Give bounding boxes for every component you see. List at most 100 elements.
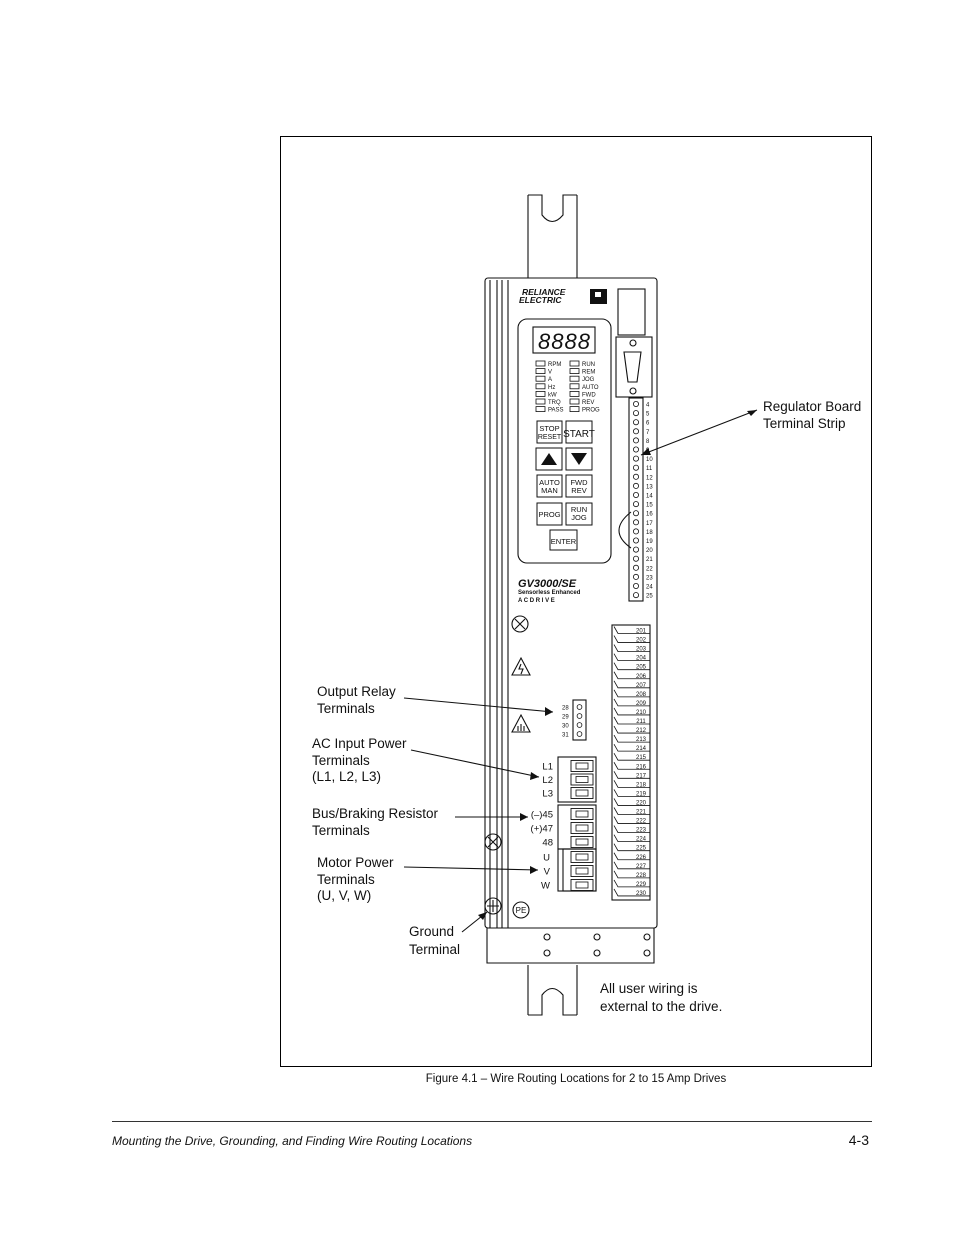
led-indicator: [569, 375, 580, 382]
regulator-callout-line1: Regulator Board: [763, 399, 862, 414]
up-arrow-icon: [541, 453, 557, 465]
regulator-terminal: [633, 455, 640, 462]
io-terminal: [613, 825, 650, 833]
led-indicator: [569, 398, 580, 405]
pe-label: PE: [516, 906, 527, 915]
io-terminal-label: 205: [636, 665, 647, 671]
brand-logo: RELIANCE ELECTRIC: [519, 287, 607, 305]
figure-frame: [280, 136, 872, 1067]
io-terminal-label: 203: [636, 647, 647, 653]
down-arrow-icon: [571, 453, 587, 465]
ground-screw: [484, 897, 502, 915]
start-label: START: [563, 429, 595, 440]
led-indicator: [535, 360, 546, 367]
regulator-terminal-label: 24: [646, 585, 653, 591]
run-label: RUN: [571, 505, 587, 514]
stop-label: STOP: [539, 424, 559, 433]
regulator-terminal: [633, 519, 640, 526]
io-terminal: [613, 816, 650, 824]
io-terminal-label: 202: [636, 638, 647, 644]
pe-terminal: [512, 901, 530, 919]
led-label: RUN: [582, 362, 595, 368]
regulator-terminal-label: 12: [646, 475, 653, 481]
port-cover: [617, 288, 646, 336]
regulator-terminal: [633, 473, 640, 480]
fwd-rev-button[interactable]: [565, 474, 593, 498]
regulator-terminal-label: 22: [646, 566, 653, 572]
io-terminal-label: 223: [636, 828, 647, 834]
regulator-terminal: [633, 437, 640, 444]
regulator-terminal: [633, 573, 640, 580]
io-terminal-label: 210: [636, 710, 647, 716]
bottom-mounting-tab: [527, 965, 578, 1016]
bus-terminal-block: [557, 804, 597, 850]
led-indicator: [535, 406, 546, 413]
bus-terminal-label: (–)45: [531, 810, 553, 821]
io-terminal-label: 219: [636, 791, 647, 797]
relay-terminal: [576, 704, 583, 710]
drive-body: [484, 277, 658, 929]
io-terminal: [613, 689, 650, 698]
led-indicator: [569, 383, 580, 390]
io-terminal-label: 218: [636, 782, 647, 788]
ac-callout-line2: Terminals: [312, 752, 370, 768]
relay-terminal-label: 31: [562, 733, 569, 739]
regulator-terminal-label: 21: [646, 557, 653, 563]
io-terminal-label: 204: [636, 656, 647, 662]
relay-terminal-label: 30: [562, 724, 569, 730]
led-indicator: [535, 398, 546, 405]
regulator-terminal-label: 17: [646, 521, 653, 527]
model-sub2: A C D R I V E: [518, 598, 555, 604]
io-terminal: [613, 725, 650, 734]
io-terminal-label: 209: [636, 701, 647, 707]
io-terminal: [613, 870, 650, 879]
motor-terminal-block: [557, 848, 597, 892]
io-terminal: [613, 879, 650, 888]
ground-screw-upper: [484, 833, 502, 851]
hot-warning: [511, 713, 531, 733]
up-button[interactable]: [535, 447, 563, 471]
jumper-wire: [618, 511, 632, 549]
prog-button[interactable]: [536, 502, 563, 526]
bus-callout: Bus/Braking Resistor Terminals: [312, 806, 438, 839]
regulator-terminal-label: 6: [646, 421, 650, 427]
ac-input-terminal-label: L3: [542, 789, 553, 800]
motor-terminal: [570, 879, 594, 891]
io-terminal-label: 212: [636, 728, 647, 734]
stop-reset-button[interactable]: [536, 420, 563, 444]
ground-callout: Ground Terminal: [409, 923, 460, 959]
run-jog-button[interactable]: [565, 502, 593, 526]
enter-button[interactable]: [549, 529, 578, 551]
io-terminal: [613, 771, 650, 779]
regulator-terminal-label: 10: [646, 457, 653, 463]
leader-ac: [410, 749, 540, 778]
io-terminal: [613, 716, 650, 725]
io-terminal: [613, 662, 650, 671]
auto-man-button[interactable]: [536, 474, 563, 498]
ac-callout: AC Input Power Terminals (L1, L2, L3): [312, 736, 407, 786]
io-terminal-label: 226: [636, 855, 647, 861]
ac-callout-line1: AC Input Power: [312, 736, 407, 751]
shock-warning: [511, 656, 531, 676]
io-terminal: [613, 852, 650, 861]
io-terminal: [613, 861, 650, 870]
regulator-terminal-label: 19: [646, 539, 653, 545]
down-button[interactable]: [565, 447, 593, 471]
regulator-terminal-label: 11: [646, 466, 653, 472]
ac-input-terminal: [570, 773, 594, 786]
start-button[interactable]: [565, 420, 593, 444]
regulator-terminal: [633, 555, 640, 562]
io-terminal: [613, 888, 650, 897]
bus-terminal: [570, 808, 594, 820]
jog-label: JOG: [571, 513, 587, 522]
relay-terminal-label: 28: [562, 706, 569, 712]
motor-terminal: [570, 851, 594, 863]
relay-callout-line1: Output Relay: [317, 684, 396, 699]
io-terminal: [613, 626, 650, 634]
brand-line2: ELECTRIC: [519, 295, 562, 305]
io-terminal: [613, 753, 650, 761]
io-terminal-label: 225: [636, 846, 647, 852]
serial-port-housing: [615, 336, 653, 398]
